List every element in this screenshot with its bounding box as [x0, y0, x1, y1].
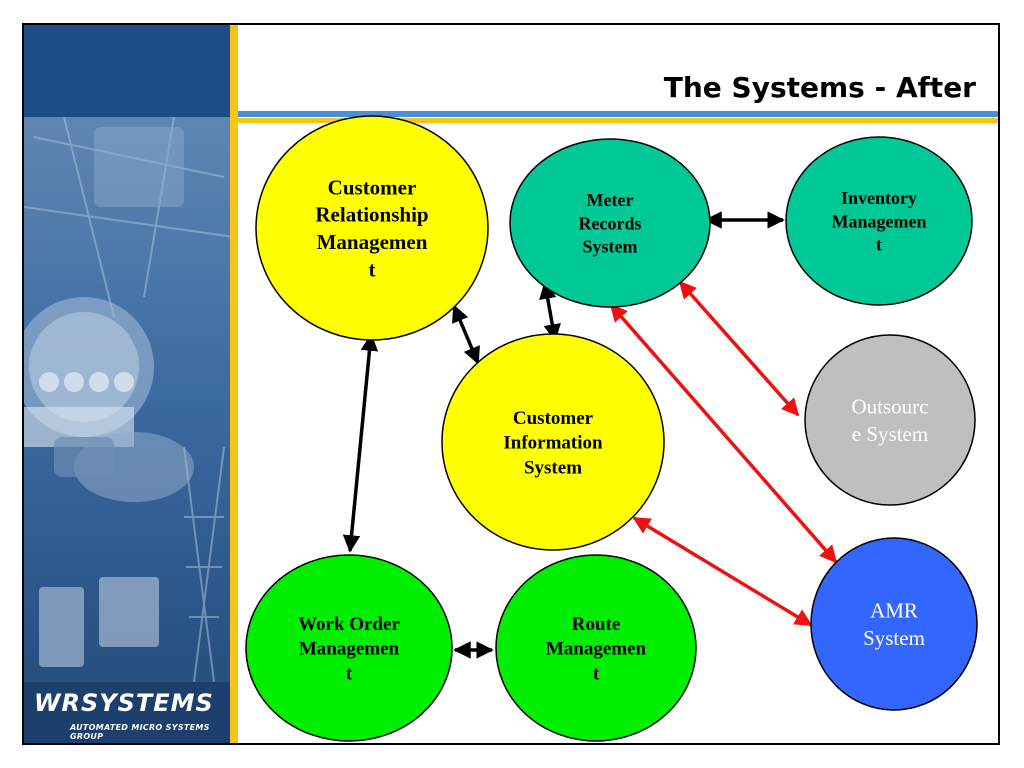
node-label-line: Customer — [328, 175, 417, 199]
connections-layer — [342, 211, 838, 659]
node-label-line: Managemen — [299, 639, 400, 660]
node-shape-amr — [810, 537, 978, 711]
node-label-line: System — [524, 457, 582, 478]
connector-mrs-out — [678, 280, 800, 417]
node-label-line: t — [346, 663, 353, 684]
node-shape-mrs — [509, 138, 711, 308]
node-label-line: Records — [579, 213, 642, 233]
logo-strip — [24, 682, 234, 743]
node-label-line: Inventory — [841, 188, 917, 208]
sidebar-photo-collage — [24, 117, 234, 682]
title-underline-yellow — [238, 118, 998, 123]
company-logo: WRSYSTEMS — [34, 689, 214, 717]
sidebar-panel: WRSYSTEMS AUTOMATED MICRO SYSTEMS GROUP — [24, 25, 234, 743]
node-label-line: Managemen — [317, 230, 428, 254]
node-label-line: t — [369, 257, 376, 281]
company-tagline: AUTOMATED MICRO SYSTEMS GROUP — [70, 723, 210, 741]
node-label-line: Work Order — [298, 614, 400, 635]
node-label-line: Route — [572, 614, 621, 635]
node-label-line: System — [863, 626, 925, 650]
node-shape-crm — [255, 115, 489, 341]
connector-crm-cis — [452, 304, 480, 365]
title-underline-blue — [238, 111, 998, 117]
meter-photo-illustration — [24, 117, 234, 682]
node-label-line: e System — [852, 422, 928, 446]
connector-mrs-cis — [539, 281, 561, 342]
node-shape-wom — [245, 554, 453, 742]
slide-title: The Systems - After — [663, 71, 976, 104]
node-label-line: Meter — [587, 190, 634, 210]
node-label-line: System — [583, 237, 638, 257]
node-out: Outsourc e System — [804, 334, 976, 506]
node-shape-rm — [495, 554, 697, 742]
node-label-line: t — [876, 235, 882, 255]
node-label-line: Customer — [513, 408, 594, 429]
connector-cis-amr — [632, 516, 813, 627]
node-shape-inv — [785, 136, 973, 306]
node-label-line: Relationship — [315, 203, 428, 227]
node-label-line: Managemen — [546, 639, 647, 660]
node-label-line: Outsourc — [852, 395, 929, 419]
node-label-line: Information — [503, 433, 603, 454]
node-label-line: Managemen — [832, 211, 927, 231]
node-label-line: AMR — [870, 599, 918, 623]
nodes-layer: CustomerRelationshipManagementMeterRecor… — [245, 115, 978, 742]
node-shape-out — [804, 334, 976, 506]
node-amr: AMR System — [810, 537, 978, 711]
node-shape-cis — [441, 333, 665, 551]
connector-crm-wom — [342, 333, 379, 553]
node-label-line: t — [593, 663, 600, 684]
vertical-accent-bar — [230, 25, 238, 743]
sidebar-header-block — [24, 25, 234, 117]
